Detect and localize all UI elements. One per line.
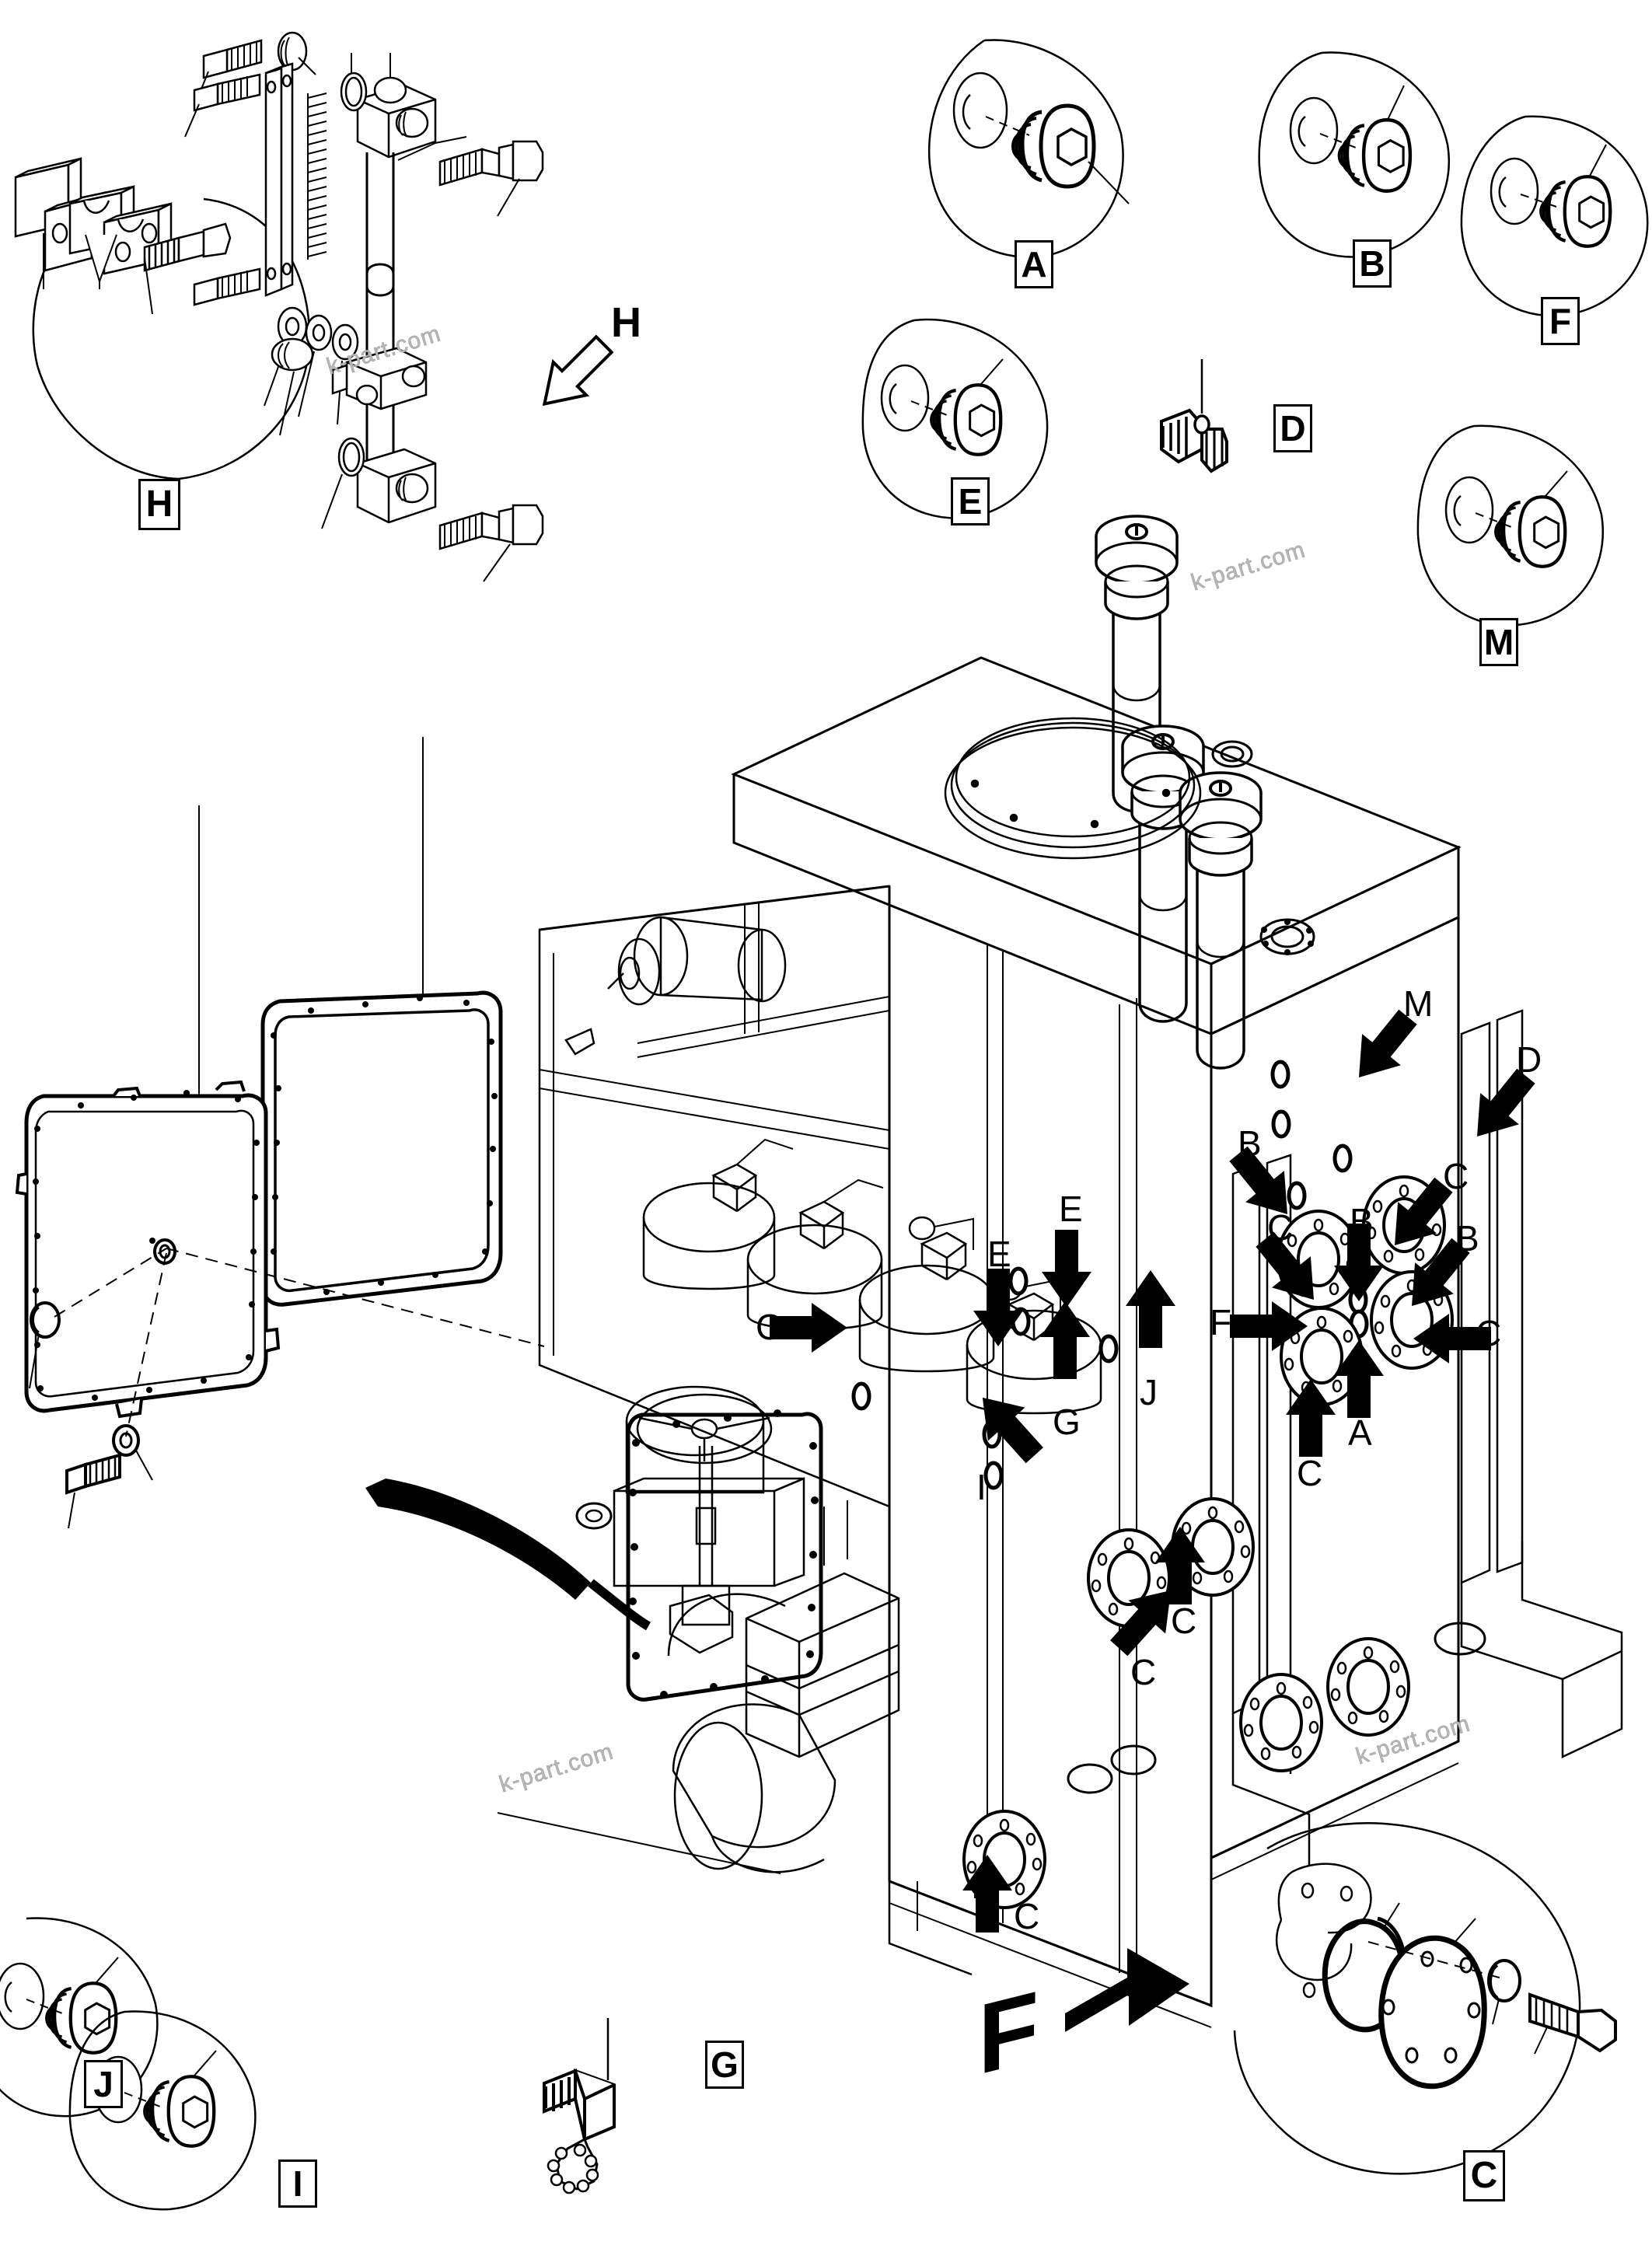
detail-label-H[interactable]: H (138, 479, 180, 530)
detail-circle-J (0, 1917, 159, 2118)
detail-label-G[interactable]: G (705, 2041, 744, 2089)
arrow-H-outline (542, 334, 614, 407)
arrow-C-4 (1286, 1379, 1336, 1457)
arrow-B-1 (1219, 1138, 1307, 1231)
detail-label-E[interactable]: E (951, 477, 990, 525)
arrow-label-C-1: C (1267, 1207, 1294, 1248)
detail-C-parts (1275, 1863, 1617, 2090)
detail-circle-M (1416, 424, 1604, 627)
arrow-label-C-3: C (1476, 1313, 1502, 1353)
tank-port-holes (854, 1062, 1486, 1909)
arrow-J (1126, 1270, 1175, 1348)
arrow-label-C-6: C (1171, 1601, 1197, 1641)
arrow-label-H-1: H (611, 299, 641, 346)
arrow-label-C-7: C (1014, 1896, 1040, 1936)
arrow-label-A-1: A (1348, 1412, 1372, 1453)
arrow-label-E-2: E (1059, 1189, 1083, 1229)
arrow-label-C-4: C (1297, 1453, 1323, 1493)
arrow-label-B-3: B (1455, 1218, 1479, 1259)
arrow-label-D: D (1516, 1039, 1542, 1080)
arrow-label-B-1: B (1238, 1123, 1262, 1164)
detail-circle-C (1233, 1822, 1581, 2175)
arrow-label-G-2: G (1053, 1402, 1081, 1442)
arrow-label-E-1: E (987, 1234, 1011, 1274)
arrow-A (1334, 1340, 1384, 1418)
arrow-E-1 (973, 1269, 1023, 1346)
arrow-label-M: M (1403, 983, 1434, 1024)
detail-label-F[interactable]: F (1541, 297, 1580, 345)
detail-label-C[interactable]: C (1463, 2150, 1505, 2201)
detail-D-grease-nipple (1160, 359, 1228, 473)
sight-gauge-assembly (184, 31, 544, 582)
detail-M-parts (1444, 470, 1568, 567)
detail-label-I[interactable]: I (278, 2159, 317, 2208)
detail-label-D[interactable]: D (1273, 404, 1312, 452)
detail-label-A[interactable]: A (1015, 240, 1053, 288)
access-cover-and-gasket (15, 737, 545, 1529)
detail-F-parts (1490, 144, 1610, 246)
detail-A-parts (952, 72, 1130, 204)
arrow-label-C-5: C (1130, 1652, 1157, 1692)
detail-E-parts (880, 358, 1004, 455)
arrow-label-C-2: C (1443, 1156, 1469, 1196)
arrow-I (964, 1381, 1053, 1472)
arrow-F (1230, 1301, 1308, 1351)
tank-top-strainers (944, 515, 1315, 1070)
arrow-label-J-1: J (1140, 1372, 1158, 1412)
detail-J-parts (0, 1957, 119, 2053)
clamp-detail-parts (14, 156, 232, 315)
arrow-C-7 (962, 1855, 1012, 1933)
view-direction-label-F: F (978, 1970, 1039, 2097)
detail-label-M[interactable]: M (1479, 618, 1518, 666)
arrow-label-G-1: G (756, 1307, 784, 1347)
detail-G-drain-cock (543, 2018, 616, 2194)
arrow-E-2 (1042, 1230, 1091, 1308)
detail-circle-I (68, 2010, 257, 2211)
arrow-G-2 (1040, 1301, 1090, 1379)
install-direction-curved-arrow (365, 1479, 591, 1600)
detail-label-B[interactable]: B (1353, 239, 1392, 288)
arrow-label-F-1: F (1210, 1302, 1232, 1342)
detail-B-parts (1289, 85, 1410, 191)
view-direction-arrow (1065, 1948, 1189, 2032)
detail-label-J[interactable]: J (84, 2060, 123, 2108)
arrow-label-I-1: I (976, 1467, 987, 1507)
arrow-label-B-2: B (1350, 1201, 1374, 1241)
